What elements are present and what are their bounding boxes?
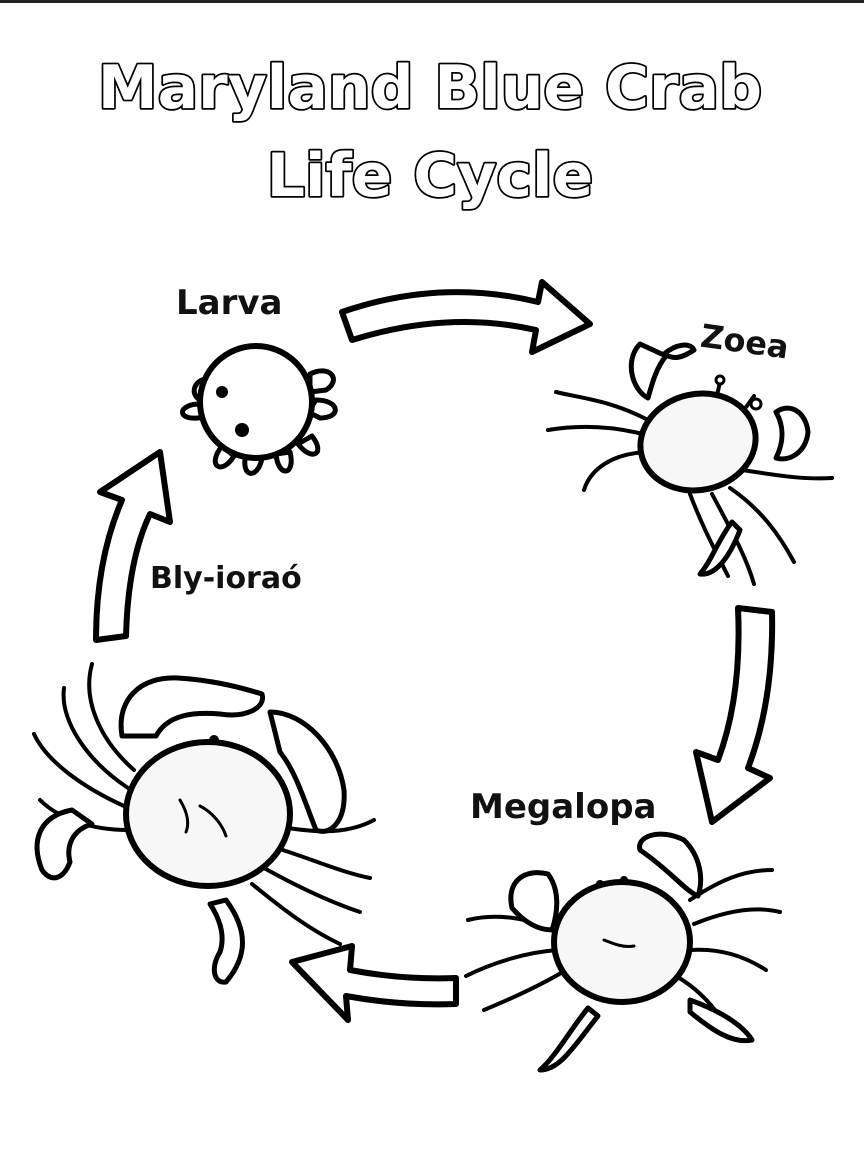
arrow-zoea-to-megalopa [693,605,776,825]
stage-label-adult: Bly-ioraó [150,561,302,596]
stage-label-zoea: Zoea [698,317,791,367]
zoea-illustration [546,341,834,586]
arrow-megalopa-to-adult [289,943,459,1023]
stage-label-megalopa: Megalopa [470,787,656,827]
arrow-adult-to-larva [93,449,173,643]
title-line-1: Maryland Blue Crab [98,53,762,123]
adult-crab-illustration [32,662,376,985]
stage-label-larva: Larva [176,283,282,323]
larva-illustration [180,343,338,476]
megalopa-illustration [464,831,782,1073]
arrow-larva-to-zoea [339,279,593,355]
top-border-line [0,0,864,3]
title-line-2: Life Cycle [267,141,593,211]
